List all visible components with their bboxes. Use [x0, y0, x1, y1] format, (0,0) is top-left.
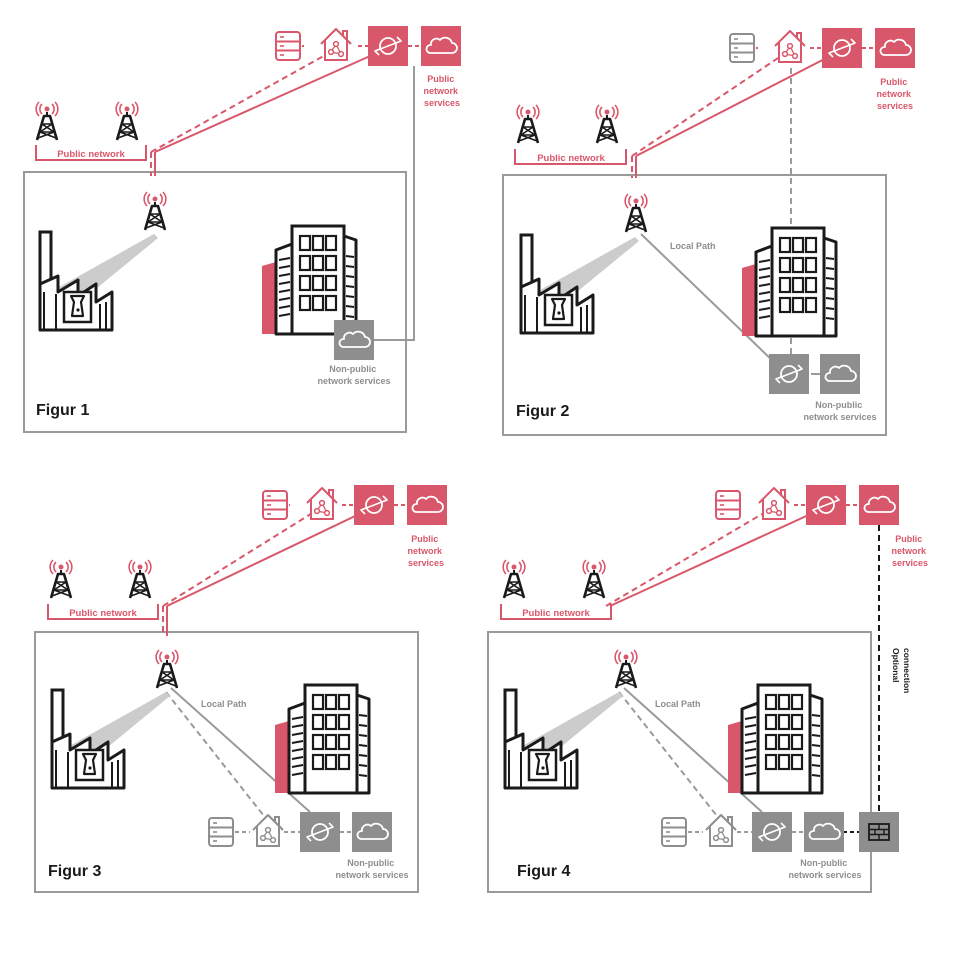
server-icon [208, 817, 234, 847]
site-boundary [34, 631, 419, 893]
cloud-icon [874, 27, 916, 69]
home-network-icon [758, 487, 790, 520]
public-network-bracket [47, 604, 159, 620]
public-network-label: Public network [69, 608, 137, 619]
non-public-services-label: Non-public network services [803, 400, 876, 422]
optional-connection-label: Optional connection [891, 648, 912, 693]
cell-tower-icon [154, 648, 180, 690]
cell-tower-icon [613, 648, 639, 690]
firewall-icon [858, 811, 900, 853]
cloud-icon [351, 811, 393, 853]
cloud-icon [333, 319, 375, 361]
router-icon [367, 25, 409, 67]
office-building-icon [740, 226, 838, 338]
home-network-icon [306, 487, 338, 520]
server-icon [729, 33, 755, 63]
figure-4: Public network Local Path Public network… [487, 484, 928, 893]
cell-tower-icon [142, 190, 168, 232]
public-network-bracket [35, 145, 147, 161]
office-building-icon [726, 683, 824, 795]
cell-tower-icon [515, 103, 541, 145]
non-public-services-label: Non-public network services [788, 858, 861, 880]
cell-tower-icon [501, 558, 527, 600]
public-network-bracket [514, 149, 627, 165]
office-building-icon [260, 224, 358, 336]
server-icon [715, 490, 741, 520]
office-building-icon [273, 683, 371, 795]
cell-tower-icon [623, 192, 649, 234]
router-icon [821, 27, 863, 69]
figure-1: Public network Public network services N… [23, 25, 462, 433]
figure-title: Figur 4 [517, 863, 570, 880]
router-icon [805, 484, 847, 526]
cell-tower-icon [581, 558, 607, 600]
local-path-label: Local Path [201, 699, 247, 709]
site-boundary [23, 171, 407, 433]
public-network-label: Public network [57, 149, 125, 160]
home-network-icon [320, 28, 352, 61]
factory-icon [503, 688, 625, 790]
figure-title: Figur 2 [516, 403, 569, 420]
factory-icon [50, 688, 172, 790]
local-path-label: Local Path [655, 699, 701, 709]
router-icon [768, 353, 810, 395]
cell-tower-icon [594, 103, 620, 145]
router-icon [751, 811, 793, 853]
figure-title: Figur 1 [36, 402, 89, 419]
home-network-icon [774, 30, 806, 63]
cell-tower-icon [127, 558, 153, 600]
cell-tower-icon [114, 100, 140, 142]
public-network-label: Public network [537, 153, 605, 164]
figure-2: Public network Local Path Public network… [502, 27, 916, 436]
server-icon [262, 490, 288, 520]
public-services-label: Public network services [407, 534, 444, 568]
site-boundary [502, 174, 887, 436]
figure-3: Public network Local Path Public network… [34, 484, 448, 893]
public-services-label: Public network services [891, 534, 928, 568]
public-network-bracket [500, 604, 612, 620]
local-path-label: Local Path [670, 241, 716, 251]
router-icon [299, 811, 341, 853]
cell-tower-icon [48, 558, 74, 600]
figure-title: Figur 3 [48, 863, 101, 880]
server-icon [661, 817, 687, 847]
cell-tower-icon [34, 100, 60, 142]
public-services-label: Public network services [423, 74, 460, 108]
public-network-label: Public network [522, 608, 590, 619]
site-boundary [487, 631, 872, 893]
cloud-icon [406, 484, 448, 526]
cloud-icon [803, 811, 845, 853]
home-network-icon [705, 814, 737, 847]
router-icon [353, 484, 395, 526]
home-network-icon [252, 814, 284, 847]
factory-icon [38, 230, 160, 332]
cloud-icon [420, 25, 462, 67]
non-public-services-label: Non-public network services [335, 858, 408, 880]
server-icon [275, 31, 301, 61]
cloud-icon [819, 353, 861, 395]
factory-icon [519, 233, 641, 335]
non-public-services-label: Non-public network services [317, 364, 390, 386]
public-services-label: Public network services [876, 77, 913, 111]
cloud-icon [858, 484, 900, 526]
